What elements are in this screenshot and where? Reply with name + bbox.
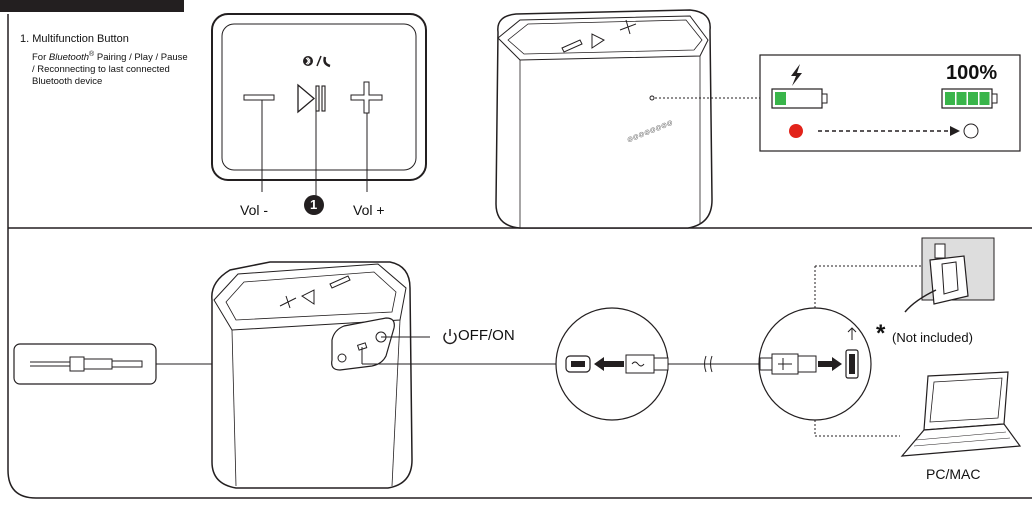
led-indicator (649, 95, 655, 101)
legend-desc-rest: Pairing / Play / Pause / Reconnecting to… (32, 52, 188, 88)
power-switch-label: OFF/ON (458, 327, 515, 344)
aux-cable (13, 343, 330, 385)
vol-plus-key-icon (350, 81, 383, 114)
usb-symbol-icon (847, 327, 857, 340)
aux-port (337, 353, 347, 363)
bluetooth-phone-icon (303, 55, 331, 68)
callout-number: 1 (310, 197, 318, 212)
vol-plus-label: Vol + (353, 202, 385, 218)
usb-port (356, 342, 368, 351)
arrow-right-icon (950, 126, 960, 136)
play-pause-icon (297, 83, 326, 114)
led-off-icon (963, 123, 979, 139)
speaker-cube-top-right: @@@@@@@@ (495, 9, 760, 229)
legend-desc-brand: Bluetooth (48, 52, 90, 64)
battery-full-icon (941, 88, 998, 109)
legend-item-title: 1. Multifunction Button (20, 33, 129, 45)
usb-a-detail (758, 265, 930, 437)
led-red-icon (789, 124, 803, 138)
callout-badge (304, 195, 324, 215)
legend-desc-prefix: For (32, 52, 49, 64)
power-icon (443, 329, 457, 345)
not-included-asterisk: * (876, 320, 886, 347)
legend-desc-reg: ® (89, 51, 95, 58)
micro-usb-detail (555, 307, 760, 421)
legend-item-description: For Bluetooth® Pairing / Play / Pause / … (32, 49, 192, 88)
speaker-cube-back (211, 261, 556, 489)
charging-panel (759, 54, 1021, 152)
battery-low-icon (771, 88, 828, 109)
header-tab (0, 0, 184, 12)
laptop-icon (900, 371, 1022, 457)
cube-top-icons (561, 19, 637, 53)
vol-minus-key-icon (243, 94, 275, 101)
not-included-label: (Not included) (892, 330, 973, 345)
back-cube-top-icons (279, 275, 351, 309)
control-plate (211, 13, 427, 215)
pc-mac-label: PC/MAC (926, 466, 981, 482)
wall-charger-icon (904, 237, 995, 313)
lightning-icon (791, 64, 802, 86)
arrow-left-icon (594, 357, 624, 371)
battery-full-label: 100% (946, 62, 998, 84)
vol-minus-label: Vol - (240, 202, 269, 218)
outer-frame (7, 14, 1032, 499)
